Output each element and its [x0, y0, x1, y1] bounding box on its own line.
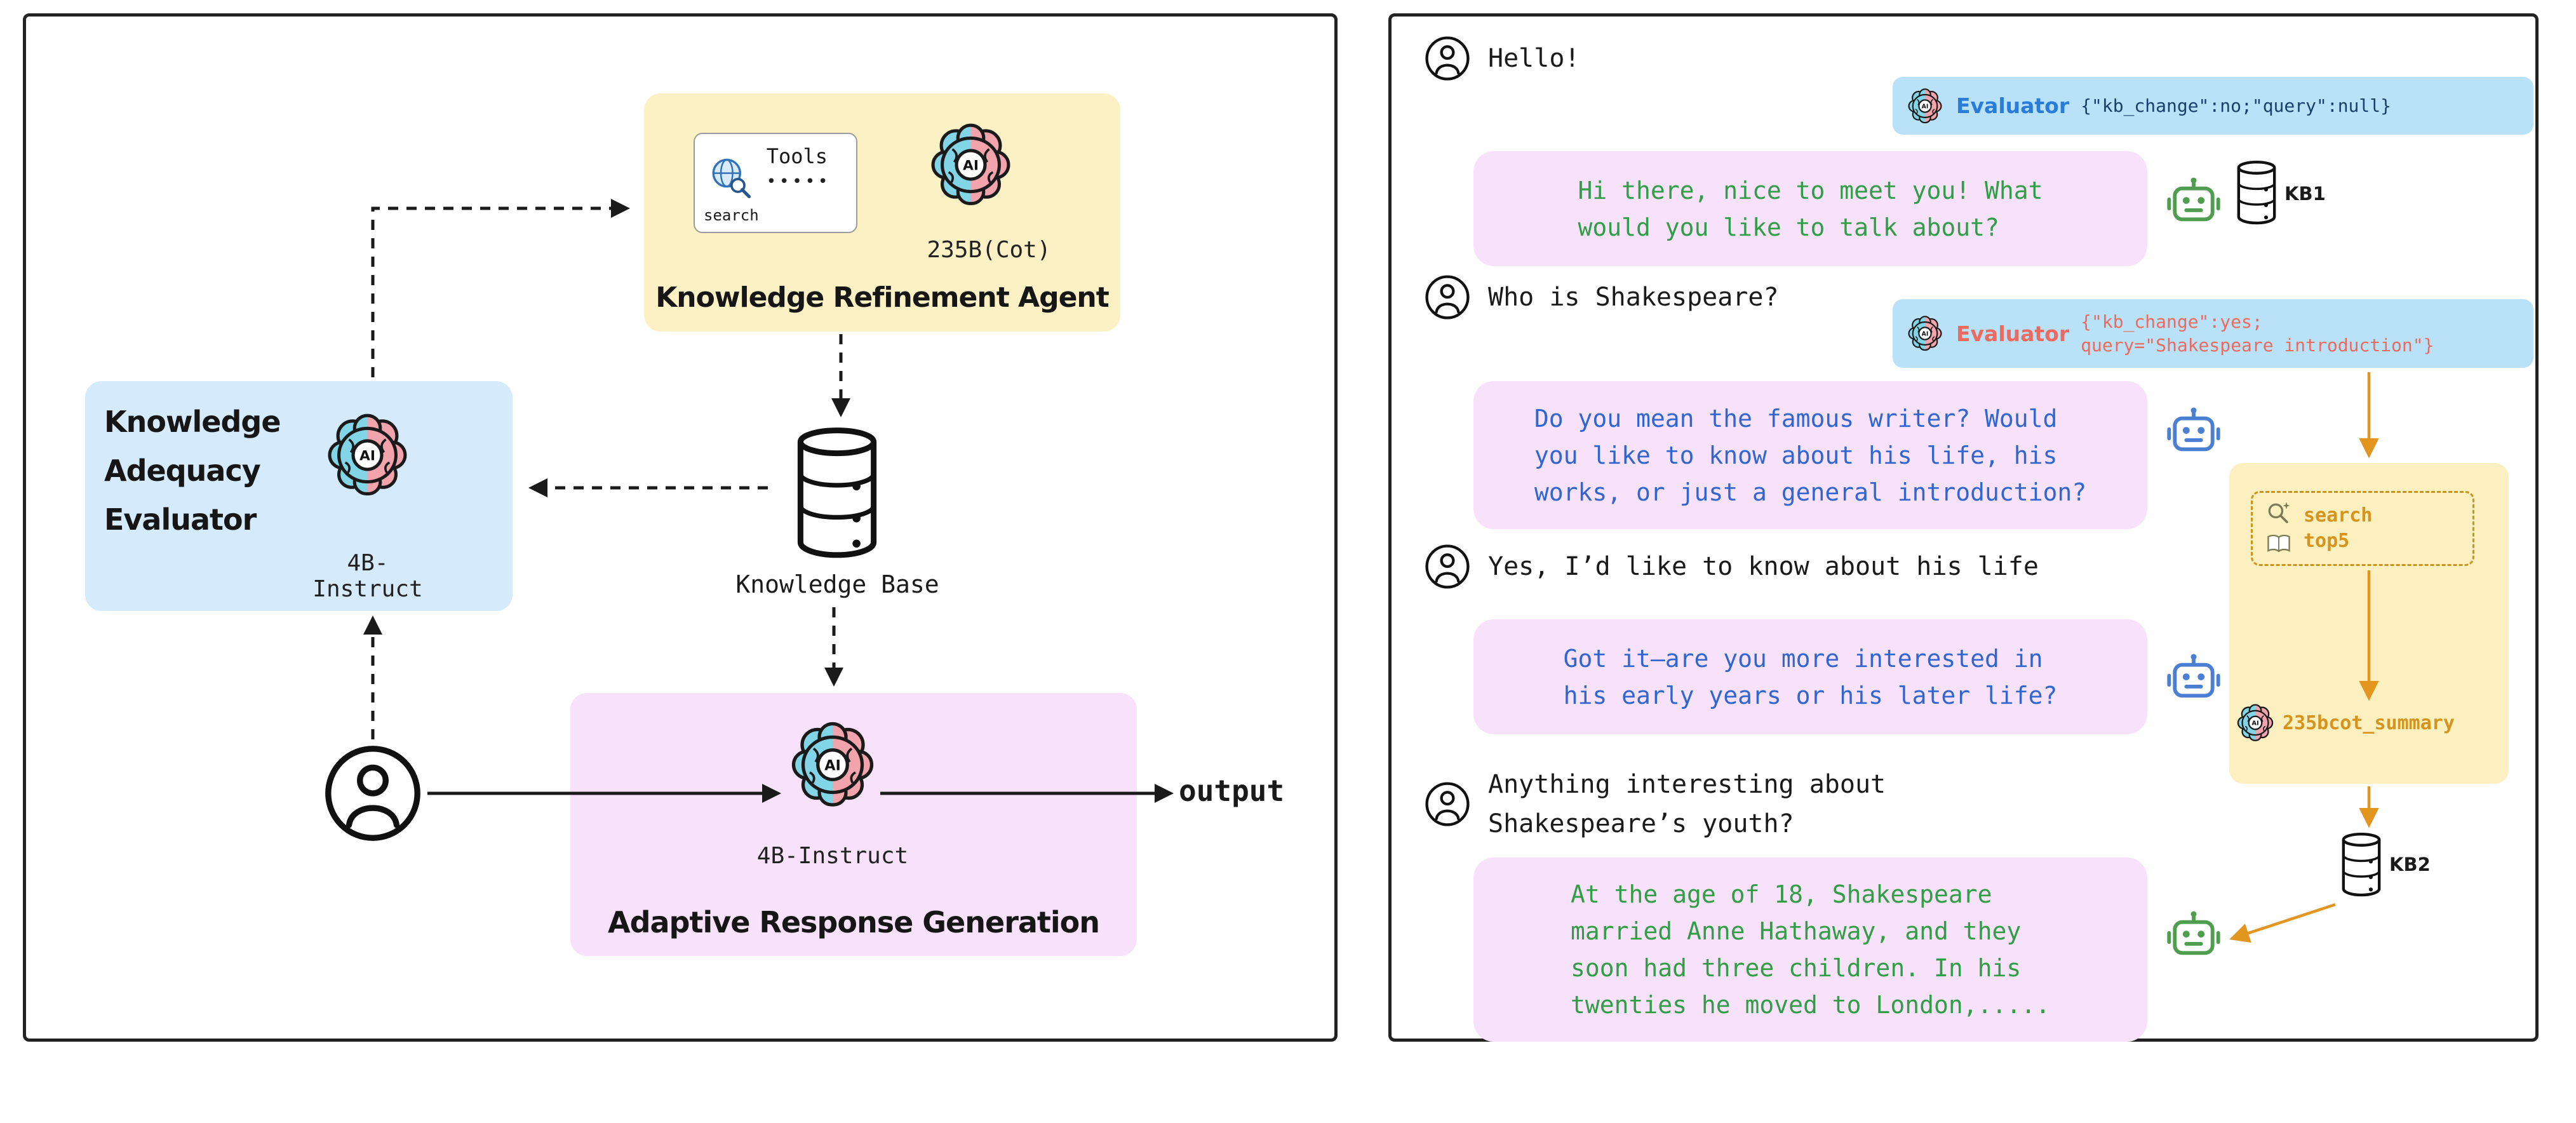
evaluator-output: {"kb_change":yes; query="Shakespeare int…	[2081, 310, 2434, 357]
user-avatar-icon	[1425, 781, 1470, 827]
tools-card: search Tools •••••	[694, 133, 857, 233]
assistant-robot-icon	[2165, 909, 2222, 966]
evaluator-title-line: Knowledge	[104, 405, 281, 439]
assistant-line: would you like to talk about?	[1578, 213, 1999, 241]
user-icon	[323, 744, 422, 843]
knowledge-adequacy-evaluator-box: Knowledge Adequacy Evaluator AI 4B-Instr…	[85, 381, 513, 611]
assistant-line: soon had three children. In his	[1571, 954, 2022, 982]
user-message-line: Shakespeare’s youth?	[1488, 809, 1794, 838]
evaluator-output: {"kb_change":no;"query":null}	[2081, 94, 2391, 118]
architecture-panel: search Tools ••••• AI 235B(Cot) Knowledg…	[23, 13, 1338, 1042]
arrow-kb2-to-assistant	[2229, 903, 2336, 943]
user-message-text: Who is Shakespeare?	[1488, 283, 1779, 312]
assistant-line: married Anne Hathaway, and they	[1571, 917, 2022, 945]
evaluator-output-line: query="Shakespeare introduction"}	[2081, 335, 2434, 356]
book-icon	[2264, 529, 2293, 558]
search-tool-box: search top5	[2251, 491, 2474, 566]
tools-search-group: search	[704, 142, 759, 224]
assistant-message: Hi there, nice to meet you! What would y…	[1473, 151, 2147, 266]
svg-text:AI: AI	[1922, 103, 1929, 110]
svg-text:AI: AI	[824, 757, 841, 774]
assistant-message-text: Hi there, nice to meet you! What would y…	[1578, 172, 2043, 246]
user-message: Who is Shakespeare?	[1425, 274, 1779, 320]
evaluator-title-line: Adequacy	[104, 454, 261, 488]
tools-dots: •••••	[766, 172, 831, 191]
user-message: Yes, I’d like to know about his life	[1425, 544, 2039, 589]
user-avatar-icon	[1425, 36, 1470, 81]
user-message: Hello!	[1425, 36, 1580, 81]
assistant-robot-icon	[2165, 175, 2222, 232]
knowledge-refinement-agent-box: search Tools ••••• AI 235B(Cot) Knowledg…	[644, 93, 1120, 332]
retrieval-box: search top5 AI 235bcot_summary	[2229, 463, 2509, 784]
arrow-evaluator-to-refinement	[371, 199, 630, 377]
user-message-text: Anything interesting about Shakespeare’s…	[1488, 765, 1886, 844]
summary-row: AI 235bcot_summary	[2234, 702, 2455, 744]
svg-text:AI: AI	[1922, 330, 1929, 337]
assistant-message-text: At the age of 18, Shakespeare married An…	[1571, 876, 2050, 1023]
ai-brain-icon: AI	[785, 717, 880, 812]
assistant-line: At the age of 18, Shakespeare	[1571, 880, 1992, 908]
summary-label: 235bcot_summary	[2283, 711, 2455, 734]
knowledge-base-label: Knowledge Base	[735, 570, 939, 598]
output-label: output	[1179, 774, 1285, 808]
search-tool-text: search top5	[2304, 503, 2372, 554]
assistant-line: Hi there, nice to meet you! What	[1578, 176, 2043, 205]
search-tool-icons	[2264, 499, 2293, 558]
ai-brain-icon: AI	[1905, 314, 1945, 353]
search-tool-line: search	[2304, 504, 2373, 527]
knowledge-base-icon	[780, 422, 894, 565]
tools-label-group: Tools •••••	[767, 142, 831, 224]
user-message-text: Hello!	[1488, 44, 1580, 73]
ai-brain-icon: AI	[1905, 86, 1945, 126]
user-message: Anything interesting about Shakespeare’s…	[1425, 765, 1886, 844]
kb1-icon	[2229, 158, 2284, 229]
search-label: search	[704, 206, 759, 224]
svg-text:AI: AI	[2251, 720, 2258, 727]
ai-brain-icon: AI	[925, 119, 1017, 211]
assistant-line: his early years or his later life?	[1563, 681, 2058, 709]
assistant-message-text: Do you mean the famous writer? Would you…	[1534, 400, 2086, 511]
ai-brain-icon: AI	[321, 409, 413, 501]
evaluator-label: Evaluator	[1956, 321, 2070, 346]
evaluator-title-line: Evaluator	[104, 502, 257, 537]
globe-search-icon	[704, 152, 758, 205]
generation-model-label: 4B-Instruct	[756, 843, 909, 869]
chat-panel: Hello! AI Evaluator {"kb_change":no;"que…	[1388, 13, 2539, 1042]
kb1-label: KB1	[2284, 183, 2326, 205]
kb2-icon	[2333, 830, 2389, 901]
assistant-line: twenties he moved to London,.....	[1571, 991, 2050, 1019]
refinement-title: Knowledge Refinement Agent	[655, 281, 1110, 314]
evaluator-bubble: AI Evaluator {"kb_change":no;"query":nul…	[1893, 77, 2533, 135]
user-avatar-icon	[1425, 544, 1470, 589]
generation-title: Adaptive Response Generation	[607, 905, 1100, 939]
assistant-line: Do you mean the famous writer? Would	[1534, 404, 2058, 433]
assistant-line: you like to know about his life, his	[1534, 441, 2058, 469]
svg-text:AI: AI	[963, 158, 979, 173]
magnifier-icon	[2264, 499, 2293, 528]
adaptive-response-generation-box: AI 4B-Instruct Adaptive Response Generat…	[570, 693, 1137, 956]
evaluator-title: Knowledge Adequacy Evaluator	[104, 398, 281, 544]
user-message-line: Anything interesting about	[1488, 770, 1886, 799]
refinement-model-label: 235B(Cot)	[927, 237, 1051, 263]
user-avatar-icon	[1425, 274, 1470, 320]
search-tool-line: top5	[2304, 530, 2350, 552]
assistant-line: Got it—are you more interested in	[1563, 644, 2043, 673]
evaluator-bubble: AI Evaluator {"kb_change":yes; query="Sh…	[1893, 299, 2533, 368]
assistant-message-text: Got it—are you more interested in his ea…	[1564, 640, 2058, 714]
assistant-message: At the age of 18, Shakespeare married An…	[1473, 857, 2147, 1042]
evaluator-model-label: 4B-Instruct	[312, 550, 423, 602]
ai-brain-icon: AI	[2234, 702, 2276, 744]
kb2-label: KB2	[2389, 854, 2431, 875]
evaluator-label: Evaluator	[1956, 93, 2070, 118]
tools-label: Tools	[766, 144, 828, 168]
user-message-text: Yes, I’d like to know about his life	[1488, 552, 2039, 581]
svg-text:AI: AI	[359, 448, 375, 464]
assistant-line: works, or just a general introduction?	[1534, 478, 2087, 506]
assistant-robot-icon	[2165, 652, 2222, 709]
assistant-message: Do you mean the famous writer? Would you…	[1473, 381, 2147, 529]
evaluator-output-line: {"kb_change":yes;	[2081, 311, 2263, 332]
evaluator-output-line: {"kb_change":no;"query":null}	[2081, 95, 2391, 116]
assistant-message: Got it—are you more interested in his ea…	[1473, 619, 2147, 734]
assistant-robot-icon	[2165, 405, 2222, 462]
